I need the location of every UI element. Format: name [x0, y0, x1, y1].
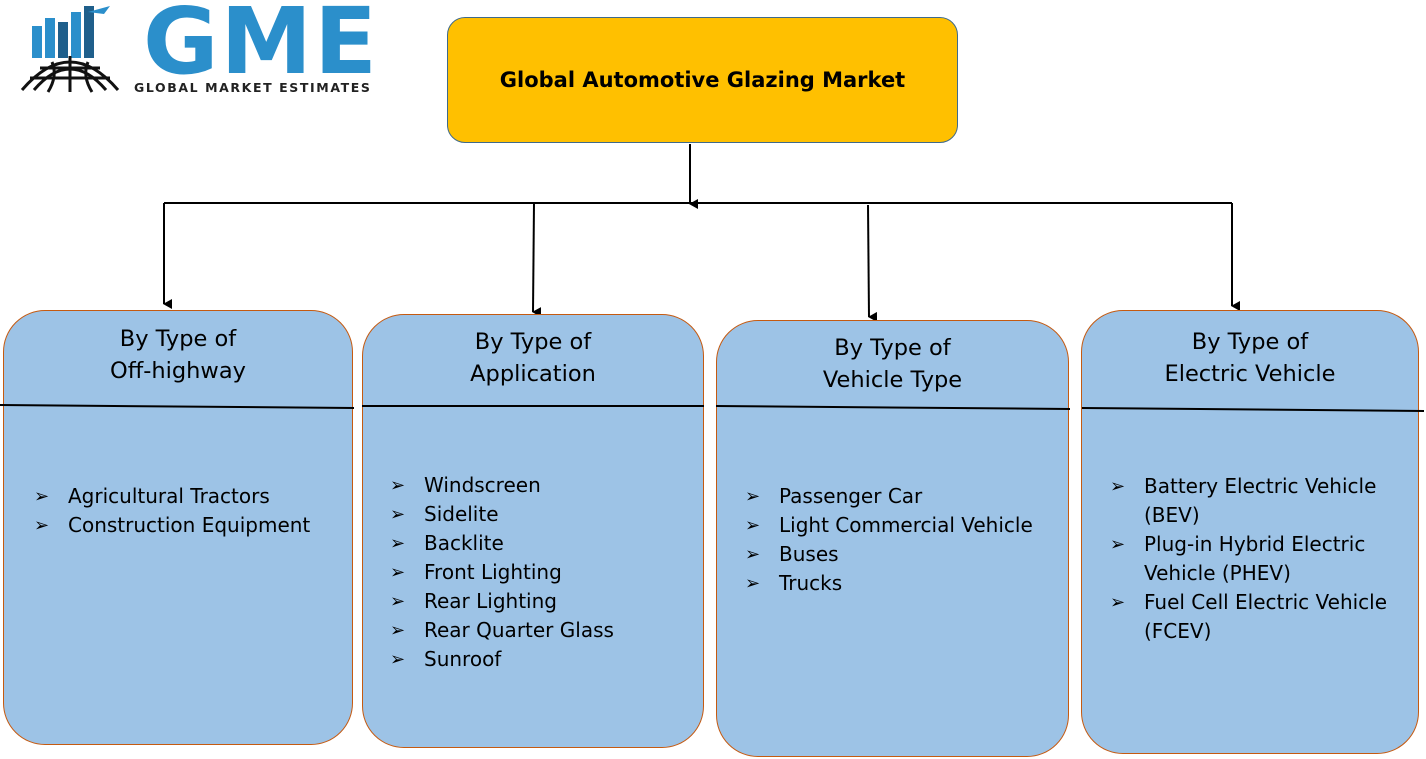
- list-item: ➢ Passenger Car: [745, 482, 1033, 511]
- list-item-label: Battery Electric Vehicle: [1144, 474, 1377, 498]
- list-item: ➢ Plug-in Hybrid Electric: [1110, 530, 1387, 559]
- category-title-line2: Application: [470, 361, 596, 387]
- arrow-bullet-icon: ➢: [390, 504, 406, 525]
- list-item: ➢ Construction Equipment: [34, 511, 310, 540]
- gme-logo: GME GLOBAL MARKET ESTIMATES: [18, 0, 388, 96]
- list-item-label: Backlite: [424, 531, 504, 555]
- category-title: By Type of Off-highway: [4, 323, 352, 387]
- list-item-label: Trucks: [779, 571, 843, 595]
- arrow-bullet-icon: ➢: [1110, 592, 1126, 613]
- category-title-line1: By Type of: [1191, 329, 1309, 355]
- list-item-label: Passenger Car: [779, 484, 923, 508]
- list-item-label: Fuel Cell Electric Vehicle: [1144, 590, 1388, 614]
- arrow-bullet-icon: ➢: [745, 486, 761, 507]
- list-item-label: Plug-in Hybrid Electric: [1144, 532, 1366, 556]
- divider-line: [715, 405, 1071, 410]
- list-item: ➢ Fuel Cell Electric Vehicle: [1110, 588, 1387, 617]
- category-vehicle-type: By Type of Vehicle Type ➢ Passenger Car ➢…: [716, 320, 1069, 757]
- list-item: ➢ Backlite: [390, 529, 614, 558]
- arrow-bullet-icon: ➢: [34, 515, 50, 536]
- list-item-label: Sunroof: [424, 647, 502, 671]
- category-title: By Type of Vehicle Type: [717, 332, 1068, 396]
- list-item: ➢ Rear Lighting: [390, 587, 614, 616]
- list-item-label: (FCEV): [1144, 619, 1212, 643]
- list-item-label: Buses: [779, 542, 839, 566]
- globe-bars-icon: [20, 6, 120, 93]
- list-item: ➢ Rear Quarter Glass: [390, 616, 614, 645]
- logo-wordmark: GME: [143, 0, 379, 95]
- list-item: ➢ Windscreen: [390, 471, 614, 500]
- item-list: ➢ Windscreen ➢ Sidelite ➢ Backlite ➢ Front L…: [390, 471, 614, 674]
- item-list: ➢ Battery Electric Vehicle (BEV) ➢ Plug-in…: [1110, 472, 1387, 646]
- list-item-continuation: (FCEV): [1110, 617, 1387, 646]
- list-item-continuation: Vehicle (PHEV): [1110, 559, 1387, 588]
- divider-line: [1081, 407, 1425, 412]
- arrow-bullet-icon: ➢: [390, 475, 406, 496]
- list-item-label: Rear Lighting: [424, 589, 557, 613]
- list-item-label: (BEV): [1144, 503, 1200, 527]
- category-title-line2: Off-highway: [110, 358, 246, 384]
- list-item-label: Windscreen: [424, 473, 541, 497]
- list-item-label: Light Commercial Vehicle: [779, 513, 1033, 537]
- category-title-line1: By Type of: [119, 326, 237, 352]
- arrow-bullet-icon: ➢: [34, 486, 50, 507]
- arrow-bullet-icon: ➢: [390, 533, 406, 554]
- list-item-label: Front Lighting: [424, 560, 562, 584]
- arrow-bullet-icon: ➢: [745, 544, 761, 565]
- arrow-bullet-icon: ➢: [1110, 534, 1126, 555]
- list-item: ➢ Battery Electric Vehicle: [1110, 472, 1387, 501]
- list-item: ➢ Sunroof: [390, 645, 614, 674]
- arrow-bullet-icon: ➢: [745, 515, 761, 536]
- list-item-label: Rear Quarter Glass: [424, 618, 614, 642]
- list-item: ➢ Sidelite: [390, 500, 614, 529]
- list-item: ➢ Light Commercial Vehicle: [745, 511, 1033, 540]
- logo-subtitle: GLOBAL MARKET ESTIMATES: [134, 80, 372, 95]
- arrow-bullet-icon: ➢: [1110, 476, 1126, 497]
- item-list: ➢ Passenger Car ➢ Light Commercial Vehicle…: [745, 482, 1033, 598]
- list-item: ➢ Front Lighting: [390, 558, 614, 587]
- category-application: By Type of Application ➢ Windscreen ➢ Side…: [362, 314, 704, 748]
- list-item-label: Vehicle (PHEV): [1144, 561, 1291, 585]
- branch-application: [532, 202, 542, 318]
- branch-vehicle-type: [867, 204, 878, 322]
- list-item: ➢ Agricultural Tractors: [34, 482, 310, 511]
- category-title: By Type of Application: [363, 326, 703, 390]
- arrow-bullet-icon: ➢: [745, 573, 761, 594]
- category-title-line1: By Type of: [474, 329, 592, 355]
- list-item-label: Sidelite: [424, 502, 499, 526]
- category-off-highway: By Type of Off-highway ➢ Agricultural Tra…: [3, 310, 353, 745]
- root-node: Global Automotive Glazing Market: [447, 17, 958, 143]
- list-item-label: Agricultural Tractors: [68, 484, 270, 508]
- arrow-bullet-icon: ➢: [390, 620, 406, 641]
- category-title-line2: Vehicle Type: [822, 367, 963, 393]
- list-item-label: Construction Equipment: [68, 513, 311, 537]
- category-title: By Type of Electric Vehicle: [1082, 326, 1418, 390]
- arrow-bullet-icon: ➢: [390, 649, 406, 670]
- divider-line: [0, 404, 355, 409]
- item-list: ➢ Agricultural Tractors ➢ Construction Equ…: [34, 482, 310, 540]
- root-title: Global Automotive Glazing Market: [499, 68, 906, 92]
- list-item: ➢ Buses: [745, 540, 1033, 569]
- category-electric-vehicle: By Type of Electric Vehicle ➢ Battery Ele…: [1081, 310, 1419, 754]
- arrow-bullet-icon: ➢: [390, 562, 406, 583]
- arrow-bullet-icon: ➢: [390, 591, 406, 612]
- category-title-line2: Electric Vehicle: [1164, 361, 1336, 387]
- category-title-line1: By Type of: [834, 335, 951, 361]
- list-item-continuation: (BEV): [1110, 501, 1387, 530]
- list-item: ➢ Trucks: [745, 569, 1033, 598]
